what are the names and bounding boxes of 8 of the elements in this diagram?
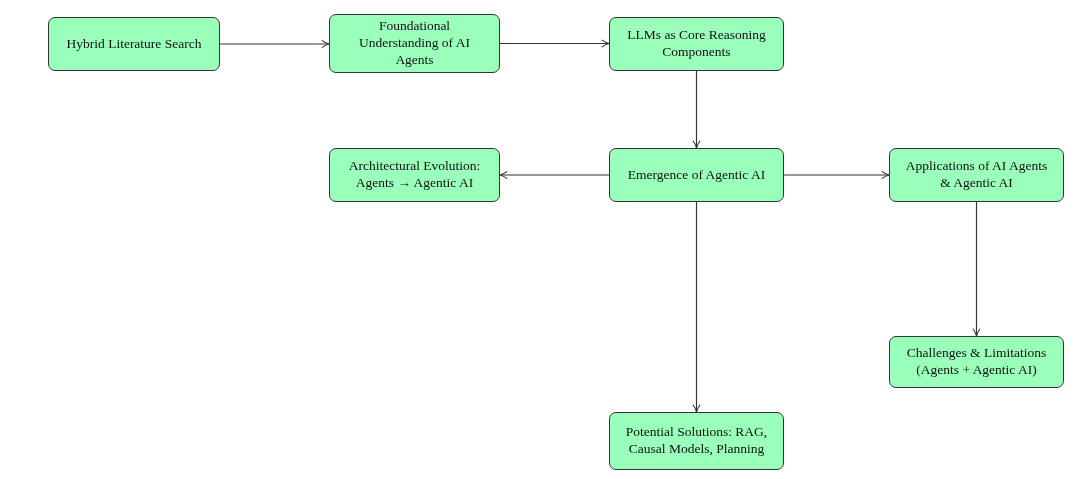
process-box: LLMs as Core Reasoning Components (609, 17, 784, 71)
process-box: Challenges & Limitations (Agents + Agentic AI) (889, 336, 1064, 388)
process-box: Emergence of Agentic AI (609, 148, 784, 202)
process-box: Hybrid Literature Search (48, 17, 220, 71)
process-box: Foundational Understanding of AI Agents (329, 14, 500, 73)
process-box: Architectural Evolution: Agents → Agentic AI (329, 148, 500, 202)
process-box: Potential Solutions: RAG, Causal Models, Planning (609, 412, 784, 470)
process-box: Applications of AI Agents & Agentic AI (889, 148, 1064, 202)
